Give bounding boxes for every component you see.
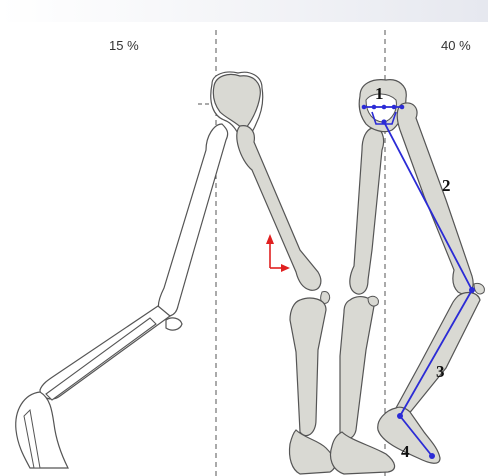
femur-left-trailing [158, 124, 227, 316]
segment-label-4: 4 [401, 442, 410, 462]
patella-left [166, 318, 182, 330]
segment-label-3: 3 [436, 362, 445, 382]
pelvis-joint-2 [372, 105, 377, 110]
phase-label-left: 15 % [109, 38, 139, 53]
phase-label-right: 40 % [441, 38, 471, 53]
pelvis-joint-3 [382, 105, 387, 110]
segment-label-1: 1 [375, 84, 384, 104]
axis-horizontal-arrow [281, 264, 290, 272]
segment-label-2: 2 [442, 176, 451, 196]
hip-joint [381, 119, 386, 124]
femur-left-forward [237, 126, 321, 291]
patella-right-forward [368, 296, 378, 306]
tibia-right-forward [340, 297, 374, 439]
shank-segment-line [400, 290, 472, 416]
pelvis-joint-5 [400, 105, 405, 110]
foot-left-forward [289, 430, 335, 474]
foot-left-trailing [16, 392, 68, 468]
femur-right-trailing [397, 103, 473, 294]
fibula-left-trailing [46, 318, 156, 400]
toe-joint [429, 453, 435, 459]
tibia-left-forward [290, 298, 326, 435]
axis-vertical-arrow [266, 234, 274, 244]
knee-joint [469, 287, 475, 293]
patella-right-trailing [474, 283, 484, 293]
pelvis-joint-4 [392, 105, 397, 110]
femur-right-forward [350, 128, 384, 294]
thigh-segment-line [384, 122, 472, 290]
tibia-right-trailing [396, 293, 480, 416]
ankle-joint [397, 413, 403, 419]
pelvis-joint-1 [362, 105, 367, 110]
